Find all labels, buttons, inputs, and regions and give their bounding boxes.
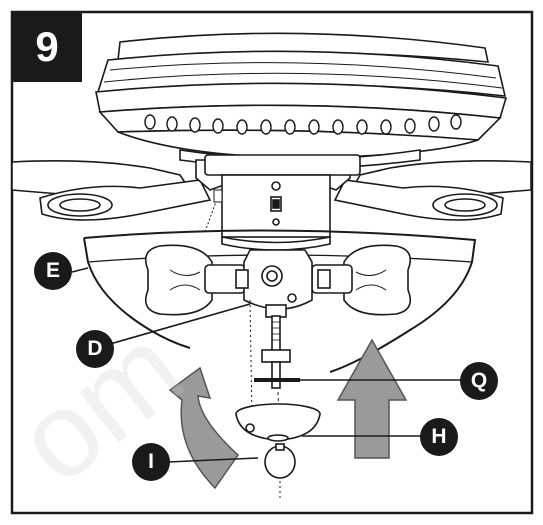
up-arrow-icon [336,338,408,459]
pull-knob [264,443,296,479]
callout-h: H [420,418,458,456]
callout-d: D [76,330,114,368]
step-number-badge: 9 [12,12,82,82]
callout-e: E [34,252,72,290]
finial-cap [235,403,321,442]
curved-arrow-icon [168,366,239,490]
callout-i: I [132,443,170,481]
callout-q: Q [460,362,498,400]
frame [10,10,534,515]
motor-housing [95,32,508,159]
housing-pull-chain [204,189,223,233]
switch-housing [204,154,361,251]
light-kit-hub [204,249,353,318]
threaded-rod [261,315,291,389]
washer [254,378,300,382]
leader-lines [71,267,462,463]
vent-slots [144,114,462,135]
light-bulbs [144,244,412,316]
